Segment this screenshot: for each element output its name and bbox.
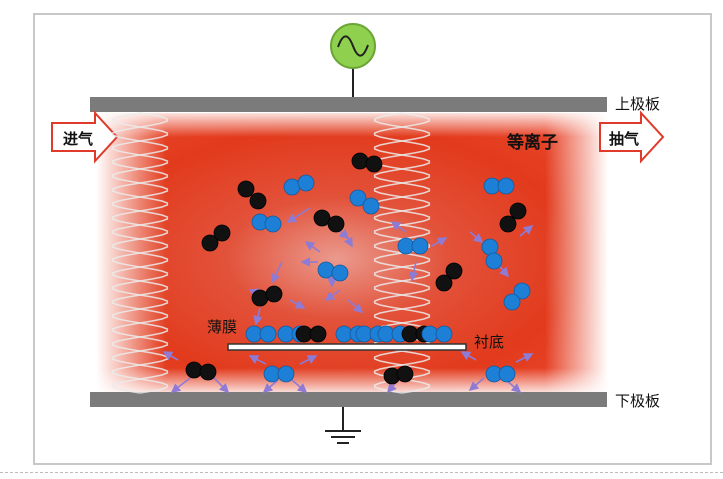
blue-molecule [481, 238, 503, 270]
blue-molecule [483, 177, 515, 195]
plasma-fade-bottom [96, 368, 608, 393]
black-molecule [499, 202, 527, 233]
motion-arrow [469, 231, 484, 244]
motion-arrow [343, 231, 353, 248]
blue-molecule [317, 261, 349, 282]
black-molecule [185, 361, 217, 381]
plasma-fade-right [545, 113, 608, 393]
black-molecule [295, 325, 327, 343]
motion-arrow [170, 377, 191, 393]
motion-arrow [299, 355, 318, 365]
blue-molecule [485, 365, 516, 383]
motion-arrow [289, 299, 306, 309]
blue-molecule [503, 282, 531, 311]
blue-molecule [245, 325, 277, 343]
upper-plate-label: 上极板 [615, 95, 661, 113]
motion-arrow [324, 289, 341, 301]
motion-arrow [515, 353, 534, 363]
plasma-fade-top [96, 113, 608, 137]
blue-molecule [283, 174, 315, 196]
motion-arrow [519, 224, 534, 237]
blue-molecule [349, 189, 380, 215]
motion-arrow [390, 221, 407, 233]
plasma-label: 等离子 [507, 133, 558, 153]
motion-arrow [431, 237, 448, 247]
black-molecule [435, 262, 463, 292]
motion-arrow [162, 351, 179, 361]
lower-plate [90, 392, 607, 407]
motion-arrow [286, 207, 311, 223]
motion-arrow [248, 355, 267, 365]
blue-molecule [263, 365, 295, 383]
substrate-label: 衬底 [474, 333, 505, 351]
ground-icon [325, 407, 361, 444]
film-label: 薄膜 [207, 318, 238, 336]
bottom-dashed-rule [0, 472, 723, 473]
motion-arrow [271, 261, 283, 284]
substrate-bar [227, 343, 467, 351]
blue-molecule [421, 325, 453, 343]
upper-plate [90, 97, 607, 112]
black-molecule [237, 180, 267, 210]
particles [185, 152, 531, 385]
blue-molecule [251, 213, 282, 233]
ac-source-icon [330, 23, 376, 69]
motion-arrow [409, 261, 419, 282]
gas-inlet-arrow [51, 110, 119, 164]
motion-arrow [468, 377, 485, 392]
motion-arrow [253, 307, 263, 326]
motion-arrow [460, 351, 477, 361]
gas-outlet-arrow [599, 110, 665, 164]
plasma-region [96, 113, 608, 393]
black-molecule [201, 224, 231, 252]
black-molecule [351, 152, 383, 173]
black-molecule [383, 365, 414, 385]
motion-arrow [347, 299, 364, 314]
gas-out-label: 抽气 [608, 130, 639, 148]
rf-wave-strand [111, 112, 169, 394]
motion-arrow [304, 241, 321, 253]
lower-plate-label: 下极板 [615, 392, 661, 410]
blue-molecule [397, 237, 429, 255]
black-molecule [313, 209, 345, 233]
motion-arrow [213, 377, 230, 394]
gas-in-label: 进气 [62, 130, 93, 148]
motion-arrow [291, 379, 308, 394]
black-molecule [251, 285, 283, 307]
motion-arrow [262, 379, 279, 394]
plasma-fade-left [96, 113, 166, 393]
